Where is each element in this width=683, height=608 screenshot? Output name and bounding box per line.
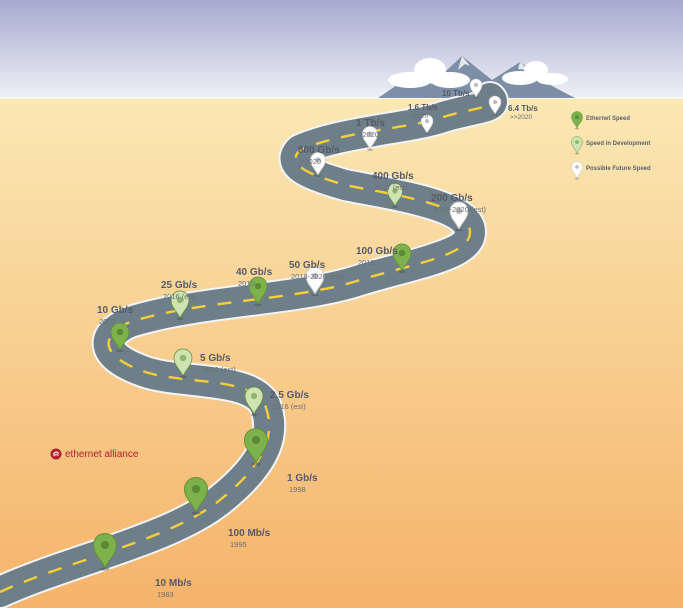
milestone-pin-icon	[449, 201, 469, 232]
milestone-year: 2016 (est)	[202, 365, 236, 374]
milestone-year: >2020	[410, 113, 429, 120]
milestone-pin-icon	[184, 477, 208, 515]
brand-name: ethernet alliance	[65, 448, 139, 460]
milestone-year: 2010	[238, 279, 255, 288]
milestone-year: 2016 (est)	[272, 402, 306, 411]
milestone-pin-icon	[488, 95, 502, 116]
milestone-pin-icon	[244, 428, 268, 466]
milestone-year: 1983	[157, 590, 174, 599]
milestone-speed: 10 Tb/s	[442, 89, 470, 98]
milestone-pin-icon	[93, 533, 117, 571]
brand: ethernet alliance	[50, 448, 138, 460]
milestone-speed: 6.4 Tb/s	[508, 104, 538, 113]
milestone-year: 1998	[289, 485, 306, 494]
sky	[0, 0, 683, 98]
milestone-year: 2018-2020 (est)	[433, 205, 486, 214]
milestone-speed: 100 Mb/s	[228, 528, 271, 539]
milestone-pin-icon	[310, 152, 326, 177]
milestone-speed: 1 Gb/s	[287, 473, 318, 484]
road-center-dashes	[0, 97, 494, 594]
milestone-year: >2020	[358, 130, 380, 139]
milestone-pin-icon	[170, 290, 190, 321]
legend-pin-icon	[571, 111, 583, 130]
milestone-pin-icon	[362, 126, 378, 151]
milestone-year: 1995	[230, 540, 247, 549]
legend-label: Possible Future Speed	[586, 166, 651, 172]
milestone-speed: 5 Gb/s	[200, 353, 231, 364]
milestone-year: 2016 (est)	[163, 292, 197, 301]
milestone-speed: 50 Gb/s	[289, 260, 326, 271]
milestone-pin-icon	[420, 114, 434, 135]
milestone-speed: 400 Gb/s	[372, 171, 414, 182]
milestone-pin-icon	[248, 276, 268, 307]
milestone-pins	[93, 78, 502, 571]
milestone-year: 2002	[99, 317, 116, 326]
milestone-speed: 2.5 Gb/s	[270, 390, 309, 401]
milestone-speed: 100 Gb/s	[356, 246, 398, 257]
milestone-pin-icon	[469, 78, 483, 99]
milestone-speed: 40 Gb/s	[236, 267, 273, 278]
milestone-year: 2017 (est)	[374, 183, 408, 192]
clouds	[388, 58, 568, 88]
milestone-year: >>2020	[510, 114, 533, 121]
legend-pins	[571, 111, 583, 180]
milestone-speed: 25 Gb/s	[161, 280, 198, 291]
milestone-year: 2018-2020 (est)	[291, 272, 344, 281]
milestone-pin-icon	[392, 243, 412, 274]
legend-pin-icon	[571, 161, 583, 180]
milestone-pin-icon	[305, 266, 325, 297]
ethernet-alliance-logo-icon	[50, 448, 62, 460]
legend-pin-icon	[571, 136, 583, 155]
legend-label: Ethernet Speed	[586, 116, 631, 122]
milestone-year: 2010	[358, 258, 375, 267]
milestone-year: >2020	[300, 157, 322, 166]
milestone-speed: 1 Tb/s	[356, 118, 385, 129]
milestone-speed: 10 Mb/s	[155, 578, 192, 589]
milestone-pin-icon	[244, 386, 264, 417]
milestone-pin-icon	[110, 322, 130, 353]
milestone-speed: 10 Gb/s	[97, 305, 134, 316]
milestone-pin-icon	[173, 348, 193, 379]
milestone-speed: 1.6 Tb/s	[408, 103, 438, 112]
milestone-speed: 200 Gb/s	[431, 193, 473, 204]
milestone-pin-icon	[387, 183, 403, 208]
milestone-speed: 800 Gb/s	[298, 145, 340, 156]
legend-label: Speed in Development	[586, 141, 651, 147]
